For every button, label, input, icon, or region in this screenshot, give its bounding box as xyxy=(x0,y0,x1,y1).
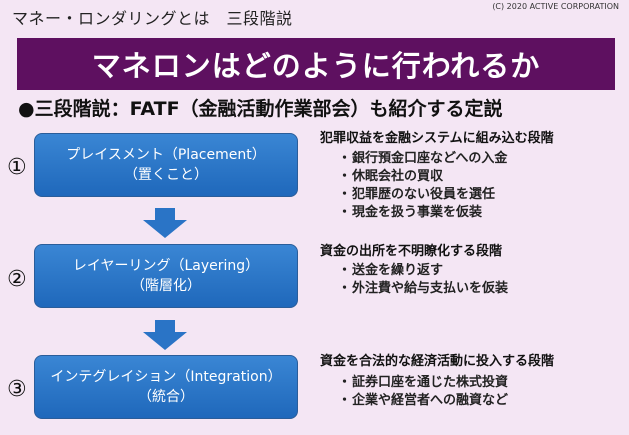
step-bullet-list: 銀行預金口座などへの入金 休眠会社の買収 犯罪歴のない役員を選任 現金を扱う事業… xyxy=(352,150,507,222)
subheading: ●三段階説：FATF（金融活動作業部会）も紹介する定説 xyxy=(18,98,503,120)
step-title: プレイスメント（Placement） xyxy=(66,147,266,163)
copyright-notice: (C) 2020 ACTIVE CORPORATION xyxy=(492,2,619,11)
step-number-2: ② xyxy=(7,267,27,292)
list-item: 企業や経営者への融資など xyxy=(352,392,508,410)
step-description-heading: 犯罪収益を金融システムに組み込む段階 xyxy=(320,131,554,146)
step-box-layering: レイヤーリング（Layering） （階層化） xyxy=(34,244,298,308)
list-item: 証券口座を通じた株式投資 xyxy=(352,374,508,392)
list-item: 休眠会社の買収 xyxy=(352,168,507,186)
page-title: マネー・ロンダリングとは 三段階説 xyxy=(12,9,293,28)
list-item: 現金を扱う事業を仮装 xyxy=(352,204,507,222)
banner-title: マネロンはどのように行われるか xyxy=(91,49,541,83)
step-bullet-list: 送金を繰り返す 外注費や給与支払いを仮装 xyxy=(352,262,508,298)
step-subtitle: （置くこと） xyxy=(124,167,208,183)
step-title: レイヤーリング（Layering） xyxy=(72,258,260,274)
step-box-integration: インテグレイション（Integration） （統合） xyxy=(34,355,298,419)
list-item: 銀行預金口座などへの入金 xyxy=(352,150,507,168)
list-item: 送金を繰り返す xyxy=(352,262,508,280)
step-title: インテグレイション（Integration） xyxy=(50,369,282,385)
step-box-placement: プレイスメント（Placement） （置くこと） xyxy=(34,133,298,197)
step-number-1: ① xyxy=(7,155,27,180)
list-item: 犯罪歴のない役員を選任 xyxy=(352,186,507,204)
step-description-heading: 資金を合法的な経済活動に投入する段階 xyxy=(320,354,555,369)
down-arrow-icon xyxy=(143,320,187,350)
step-description-heading: 資金の出所を不明瞭化する段階 xyxy=(320,244,503,259)
list-item: 外注費や給与支払いを仮装 xyxy=(352,280,508,298)
step-subtitle: （階層化） xyxy=(131,278,201,294)
step-bullet-list: 証券口座を通じた株式投資 企業や経営者への融資など xyxy=(352,374,508,410)
step-subtitle: （統合） xyxy=(138,389,194,405)
step-number-3: ③ xyxy=(7,377,27,402)
header-bar: マネー・ロンダリングとは 三段階説 (C) 2020 ACTIVE CORPOR… xyxy=(0,0,629,30)
down-arrow-icon xyxy=(143,208,187,238)
title-banner: マネロンはどのように行われるか xyxy=(17,38,615,90)
